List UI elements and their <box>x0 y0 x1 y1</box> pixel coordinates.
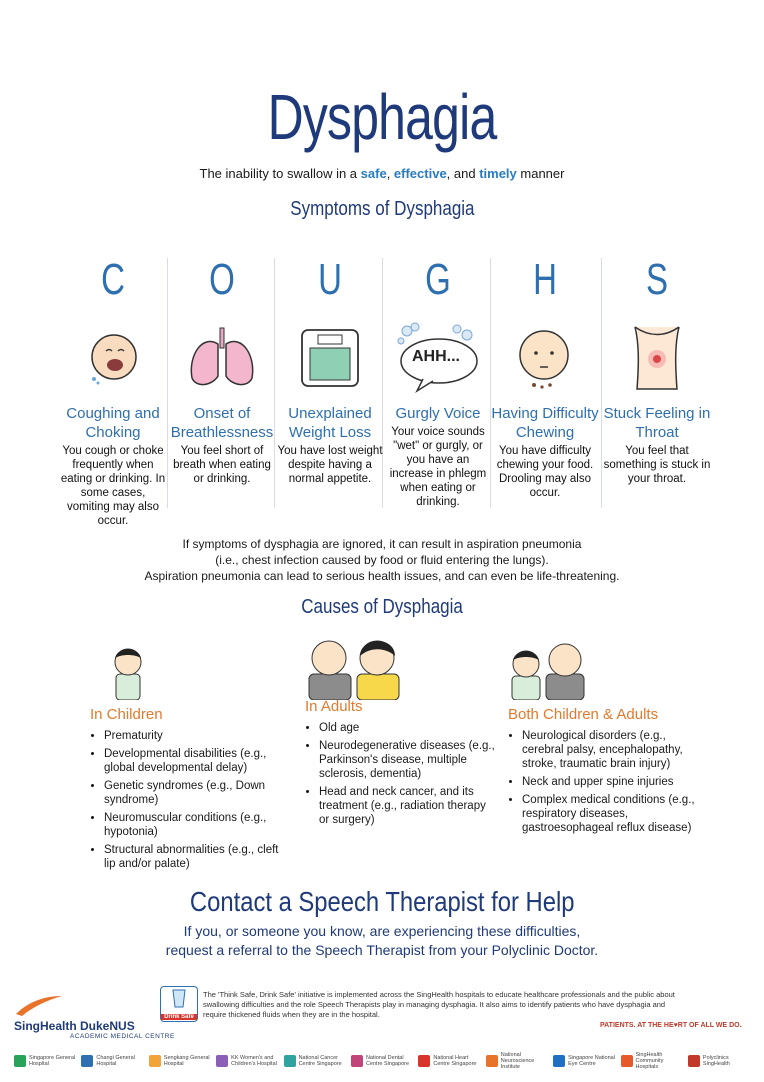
subtitle-text: manner <box>516 166 565 181</box>
column-divider <box>167 258 168 508</box>
contact-line: request a referral to the Speech Therapi… <box>165 942 599 958</box>
symptom-title: Stuck Feeling in Throat <box>603 405 711 441</box>
cause-item: Old age <box>319 721 495 735</box>
partner-logo: Changi General Hospital <box>81 1052 147 1070</box>
initiative-text: The 'Think Safe, Drink Safe' initiative … <box>203 990 675 1019</box>
note-line: (i.e., chest infection caused by food or… <box>215 553 549 567</box>
symptom-letter: O <box>209 255 235 304</box>
cause-item: Prematurity <box>104 729 290 743</box>
subtitle-sep: , and <box>446 166 480 181</box>
highlight-effective: effective <box>393 166 447 181</box>
symptom-column-s: S Stuck Feeling in Throat You feel that … <box>603 250 711 486</box>
symptom-letter: H <box>533 255 557 304</box>
swoosh-icon <box>16 996 62 1016</box>
subtitle-text: The inability to swallow in a <box>199 166 361 181</box>
partner-logo: National Dental Centre Singapore <box>350 1052 417 1070</box>
partner-logo: SingHealth Community Hospitals <box>620 1052 687 1070</box>
partner-logo: Singapore General Hospital <box>14 1052 80 1070</box>
singhealth-logo: SingHealth DukeNUS ACADEMIC MEDICAL CENT… <box>14 994 184 1040</box>
cause-item: Developmental disabilities (e.g., global… <box>104 747 290 775</box>
symptom-letter: C <box>101 255 125 304</box>
subtitle-sep: , <box>386 166 394 181</box>
cause-children: In Children Prematurity Developmental di… <box>90 640 290 875</box>
cause-both: Both Children & Adults Neurological diso… <box>508 640 708 839</box>
causes-heading: Causes of Dysphagia <box>301 596 463 618</box>
symptom-column-h: H Having Difficulty Chewing You have dif… <box>491 250 599 500</box>
symptom-title: Gurgly Voice <box>395 405 481 422</box>
symptom-letter: G <box>425 255 451 304</box>
cause-item: Neuromuscular conditions (e.g., hypotoni… <box>104 811 290 839</box>
drink-safe-badge: Drink Safe <box>160 986 198 1022</box>
column-divider <box>490 258 491 508</box>
symptom-title: Onset of Breathlessness <box>170 405 274 441</box>
coughing-face-icon <box>59 318 167 398</box>
note-line: If symptoms of dysphagia are ignored, it… <box>182 537 582 551</box>
column-divider <box>382 258 383 508</box>
tagline: PATIENTS. AT THE HE♥RT OF ALL WE DO. <box>600 1022 742 1029</box>
cause-item: Neurodegenerative diseases (e.g., Parkin… <box>319 739 495 781</box>
badge-label: Drink Safe <box>161 1014 197 1020</box>
symptom-title: Having Difficulty Chewing <box>491 405 599 441</box>
adult-avatars-icon <box>305 632 495 701</box>
partner-logo: Singapore National Eye Centre <box>553 1052 619 1070</box>
cause-item: Head and neck cancer, and its treatment … <box>319 785 495 827</box>
partner-logo: National Cancer Centre Singapore <box>283 1052 350 1070</box>
brand-dukenus: DukeNUS <box>80 1019 135 1033</box>
symptoms-heading: Symptoms of Dysphagia <box>289 198 475 220</box>
highlight-timely: timely <box>479 166 517 181</box>
symptom-desc: Your voice sounds "wet" or gurgly, or yo… <box>389 426 487 508</box>
cause-heading: Both Children & Adults <box>508 706 659 723</box>
child-and-adult-icon <box>508 640 708 701</box>
symptom-desc: You have difficulty chewing your food. D… <box>496 445 594 499</box>
brand-subtitle: ACADEMIC MEDICAL CENTRE <box>70 1033 175 1040</box>
page-title: Dysphagia <box>267 81 498 153</box>
partner-logo: National Neuroscience Institute <box>485 1052 552 1070</box>
weighing-scale-icon <box>276 318 384 398</box>
symptom-title: Unexplained Weight Loss <box>288 405 372 441</box>
cause-adults: In Adults Old age Neurodegenerative dise… <box>305 640 495 831</box>
aspiration-note: If symptoms of dysphagia are ignored, it… <box>0 536 764 584</box>
partner-logo: National Heart Centre Singapore <box>418 1052 484 1070</box>
throat-icon <box>603 318 711 398</box>
symptom-column-u: U Unexplained Weight Loss You have lost … <box>276 250 384 486</box>
speech-bubble-icon: AHH... <box>384 318 492 398</box>
symptom-column-c: C Coughing and Choking You cough or chok… <box>59 250 167 528</box>
cause-heading: In Children <box>90 706 163 723</box>
cause-item: Complex medical conditions (e.g., respir… <box>522 793 708 835</box>
symptom-column-o: O Onset of Breathlessness You feel short… <box>168 250 276 486</box>
bubble-text: AHH... <box>412 348 460 365</box>
cause-item: Genetic syndromes (e.g., Down syndrome) <box>104 779 290 807</box>
cup-icon <box>172 989 186 1008</box>
partner-logo: Sengkang General Hospital <box>148 1052 215 1070</box>
brand-singhealth: SingHealth <box>14 1019 77 1033</box>
symptom-title: Coughing and Choking <box>66 405 160 441</box>
symptom-desc: You have lost weight despite having a no… <box>277 445 383 485</box>
symptom-letter: S <box>645 255 669 304</box>
symptom-desc: You feel short of breath when eating or … <box>173 445 271 485</box>
cause-item: Neurological disorders (e.g., cerebral p… <box>522 729 708 771</box>
cause-item: Structural abnormalities (e.g., cleft li… <box>104 843 290 871</box>
note-line: Aspiration pneumonia can lead to serious… <box>144 569 620 583</box>
symptom-column-g: G AHH... Gurgly Voice Your voice sounds … <box>384 250 492 509</box>
partner-logo: KK Women's and Children's Hospital <box>216 1052 282 1070</box>
child-avatar-icon <box>90 640 290 701</box>
cause-item: Neck and upper spine injuries <box>522 775 708 789</box>
chewing-face-icon <box>491 318 599 398</box>
cause-heading: In Adults <box>305 698 363 715</box>
column-divider <box>274 258 275 508</box>
symptom-desc: You cough or choke frequently when eatin… <box>60 445 166 527</box>
partner-logo: Polyclinics SingHealth <box>687 1052 754 1070</box>
symptom-letter: U <box>318 255 342 304</box>
highlight-safe: safe <box>360 166 387 181</box>
symptom-desc: You feel that something is stuck in your… <box>603 445 711 485</box>
partner-logos: Singapore General Hospital Changi Genera… <box>14 1052 754 1070</box>
column-divider <box>601 258 602 508</box>
lungs-icon <box>168 318 276 398</box>
contact-text: If you, or someone you know, are experie… <box>0 922 764 960</box>
contact-line: If you, or someone you know, are experie… <box>183 923 581 939</box>
subtitle: The inability to swallow in a safe, effe… <box>0 166 764 181</box>
contact-heading: Contact a Speech Therapist for Help <box>189 886 575 917</box>
